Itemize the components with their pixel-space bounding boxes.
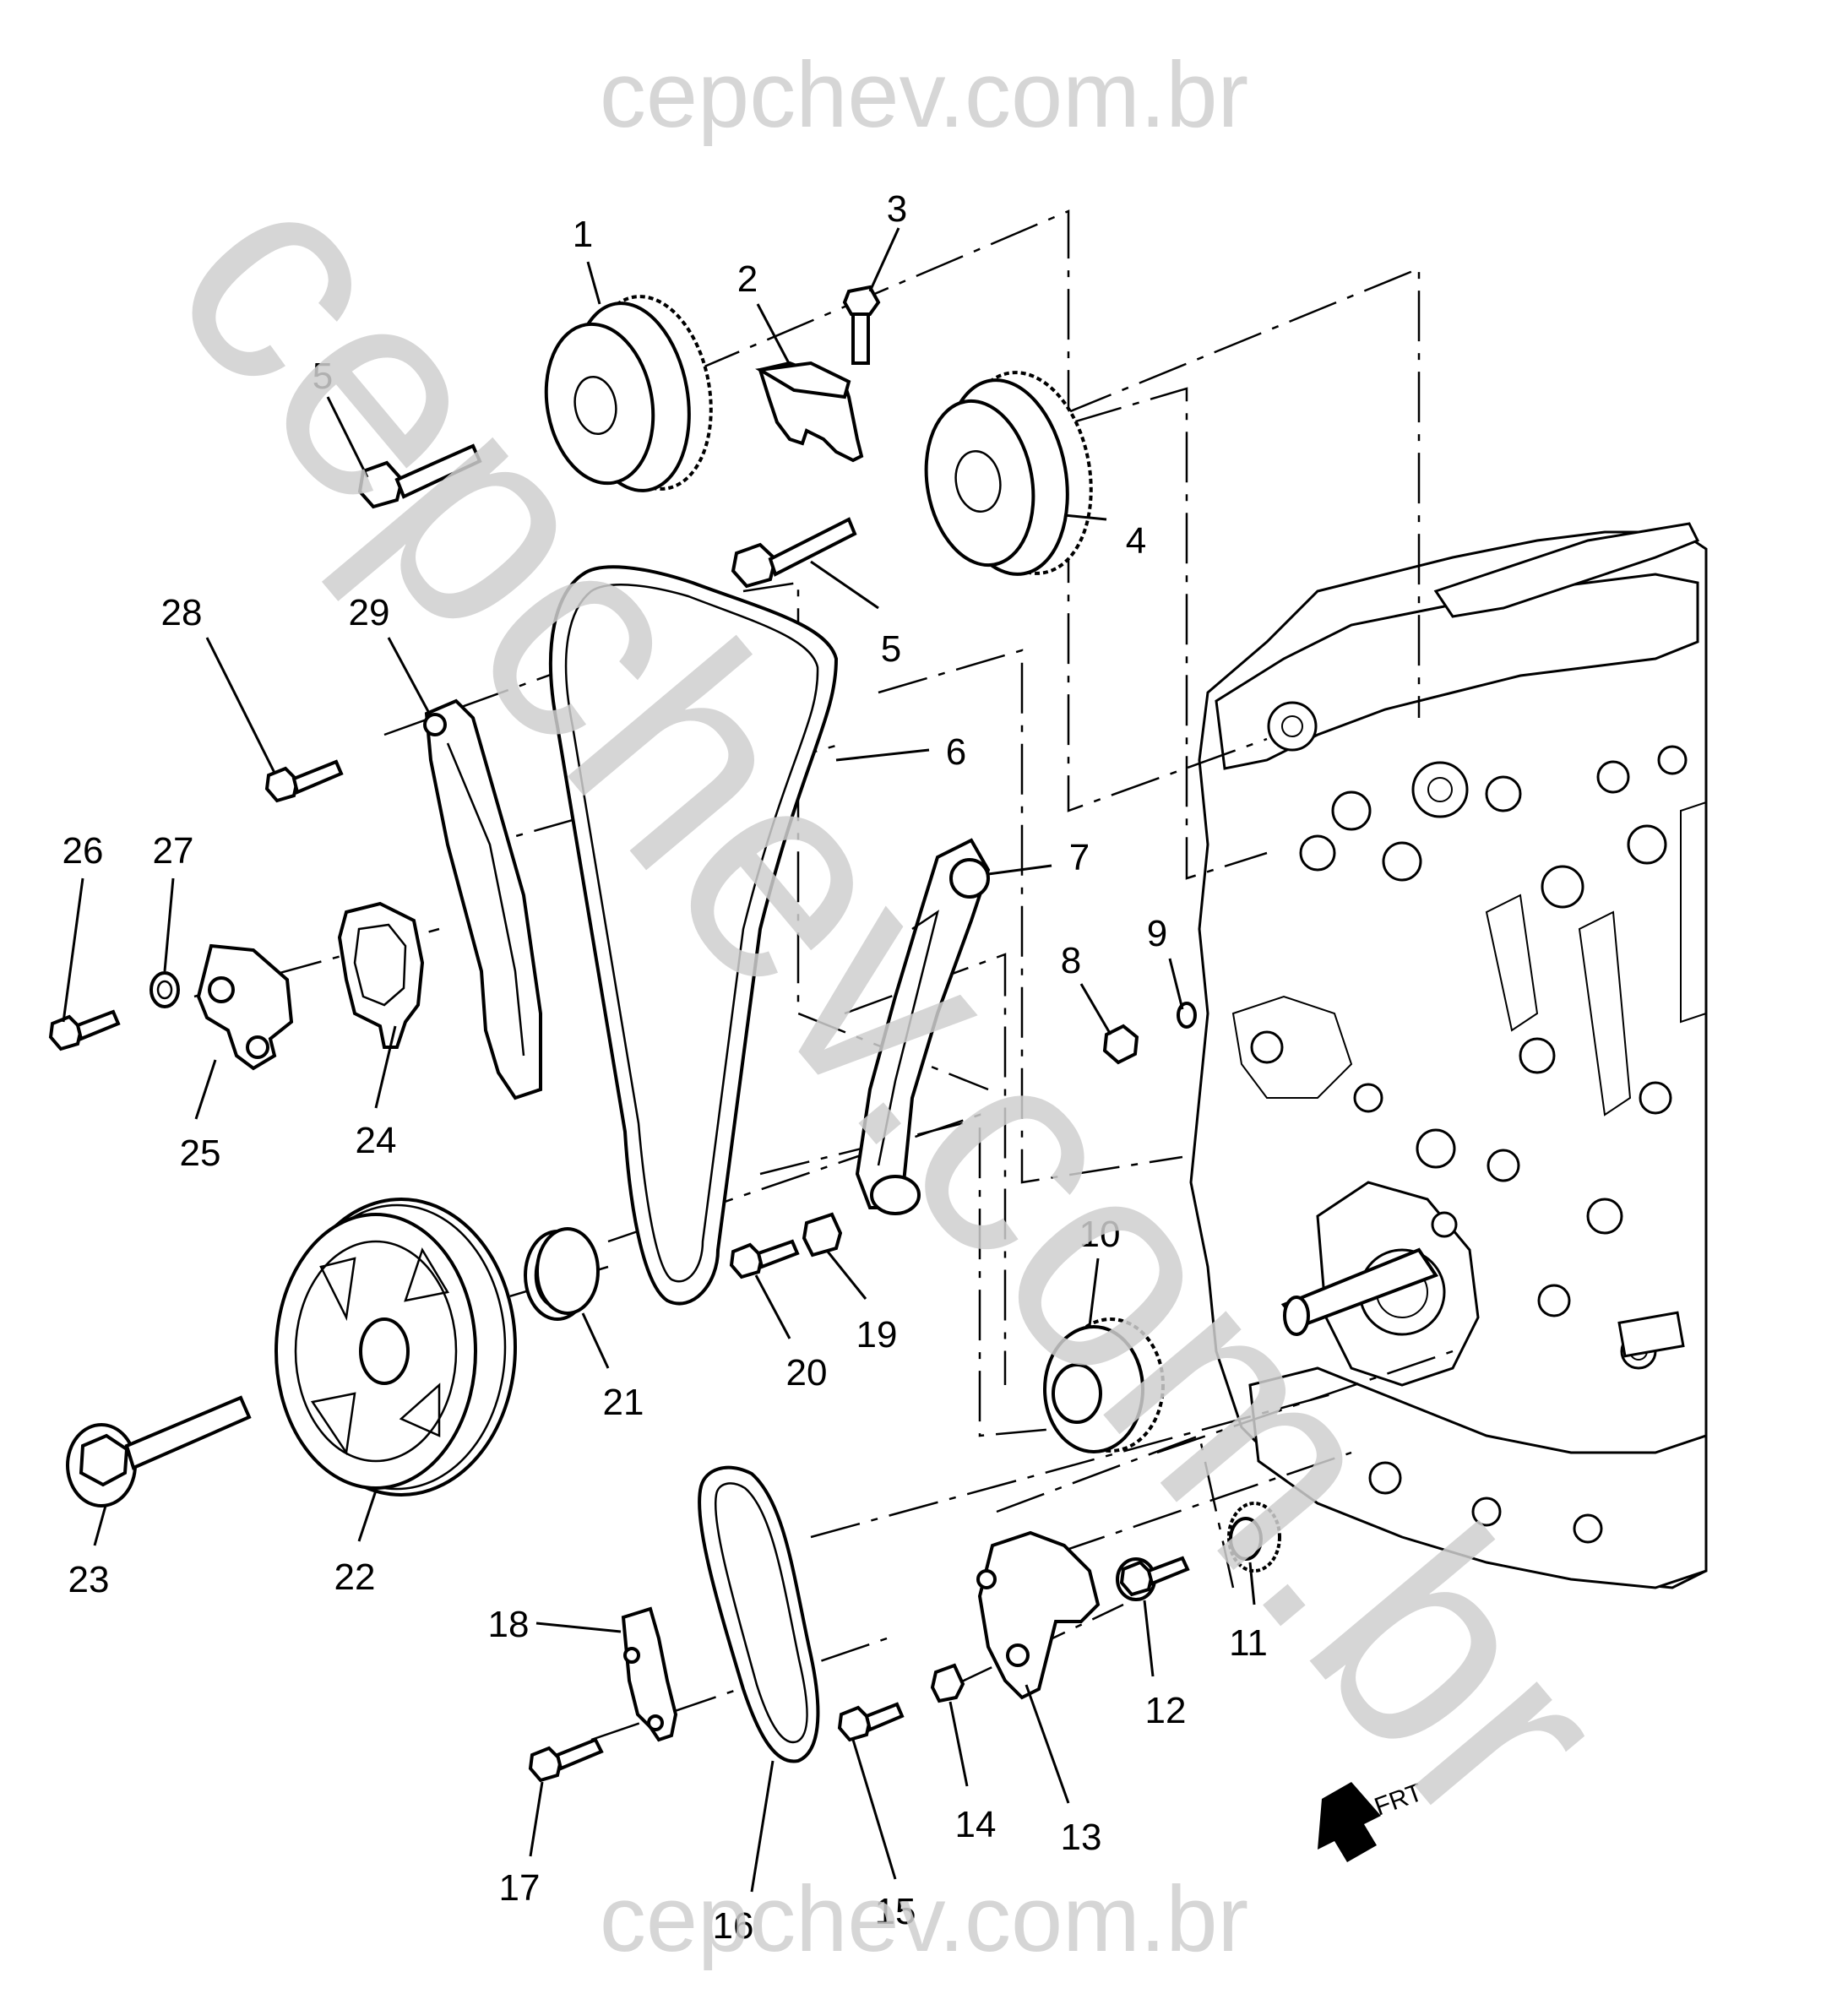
callout-17: 17 bbox=[499, 1867, 541, 1909]
chain-guide-bolt bbox=[264, 759, 344, 803]
timing-chain-tensioner bbox=[196, 943, 294, 1071]
callout-13: 13 bbox=[1061, 1817, 1102, 1858]
camshaft-sprocket-intake bbox=[544, 295, 713, 492]
bracket-bolt bbox=[842, 285, 881, 365]
callout-14: 14 bbox=[955, 1804, 997, 1845]
callout-21: 21 bbox=[603, 1382, 644, 1423]
crankshaft-sprocket bbox=[1043, 1317, 1165, 1453]
callout-9: 9 bbox=[1147, 913, 1167, 954]
callout-labels: 1 2 3 4 5 5 6 7 8 9 10 11 12 13 14 15 16… bbox=[63, 188, 1268, 1947]
callout-10: 10 bbox=[1079, 1214, 1121, 1255]
tensioner-shoe-bolt bbox=[729, 1239, 800, 1279]
camshaft-sprocket-bolt-upper bbox=[357, 443, 482, 509]
timing-chain-guide bbox=[423, 698, 542, 1100]
callout-11: 11 bbox=[1229, 1622, 1268, 1664]
callout-2: 2 bbox=[737, 258, 758, 300]
callout-5-upper: 5 bbox=[313, 356, 333, 397]
callout-20: 20 bbox=[786, 1352, 828, 1393]
engine-block bbox=[1189, 522, 1708, 1589]
callout-18: 18 bbox=[488, 1604, 530, 1645]
timing-chain-tensioner-gasket bbox=[337, 901, 425, 1049]
oil-pump-chain-guide bbox=[621, 1606, 678, 1742]
timing-chain bbox=[548, 565, 839, 1306]
callout-12: 12 bbox=[1145, 1690, 1187, 1731]
oil-pump-tensioner-bolt bbox=[837, 1702, 905, 1742]
callout-3: 3 bbox=[887, 188, 907, 230]
watermark-bottom: cepchev.com.br bbox=[600, 1867, 1248, 1971]
leader-lines bbox=[62, 227, 1256, 1893]
callout-15: 15 bbox=[875, 1891, 916, 1932]
callout-23: 23 bbox=[68, 1559, 110, 1600]
crankshaft-balancer bbox=[274, 1198, 517, 1497]
crankshaft-front-oil-seal bbox=[524, 1227, 600, 1321]
tensioner-bolt bbox=[48, 1009, 121, 1051]
callout-29: 29 bbox=[349, 592, 390, 633]
tensioner-spacer bbox=[149, 971, 180, 1008]
crankshaft-balancer-bolt bbox=[66, 1395, 252, 1508]
callout-16: 16 bbox=[713, 1905, 754, 1947]
callout-25: 25 bbox=[180, 1133, 221, 1174]
callout-8: 8 bbox=[1061, 940, 1081, 981]
oil-pump-tensioner-spacer bbox=[930, 1663, 965, 1703]
camshaft-position-actuator-bracket bbox=[755, 361, 864, 463]
camshaft-sprocket-exhaust bbox=[924, 371, 1093, 576]
oil-pump-drive-sprocket bbox=[1227, 1502, 1281, 1573]
oil-pump-chain-guide-bolt bbox=[528, 1737, 604, 1783]
callout-22: 22 bbox=[334, 1556, 376, 1598]
chain-guide-upper-bolt bbox=[1102, 1024, 1139, 1065]
callout-24: 24 bbox=[356, 1120, 397, 1161]
camshaft-sprocket-bolt-lower bbox=[731, 517, 857, 589]
callout-19: 19 bbox=[856, 1314, 898, 1355]
callout-5-lower: 5 bbox=[881, 628, 901, 670]
callout-27: 27 bbox=[153, 830, 194, 872]
oil-pump-drive-chain bbox=[698, 1465, 820, 1763]
callout-26: 26 bbox=[63, 830, 104, 872]
watermark-top: cepchev.com.br bbox=[600, 43, 1248, 147]
callout-1: 1 bbox=[573, 214, 593, 255]
tensioner-shoe-spacer bbox=[802, 1212, 843, 1258]
callout-7: 7 bbox=[1069, 837, 1090, 878]
crankshaft-nose bbox=[1280, 1247, 1439, 1336]
timing-chain-tensioner-shoe bbox=[855, 838, 991, 1215]
callout-4: 4 bbox=[1126, 520, 1146, 562]
callout-28: 28 bbox=[161, 592, 203, 633]
oil-pump-chain-tensioner bbox=[976, 1530, 1101, 1700]
callout-6: 6 bbox=[946, 731, 966, 773]
oil-pump-sprocket-bolt bbox=[1116, 1556, 1190, 1601]
